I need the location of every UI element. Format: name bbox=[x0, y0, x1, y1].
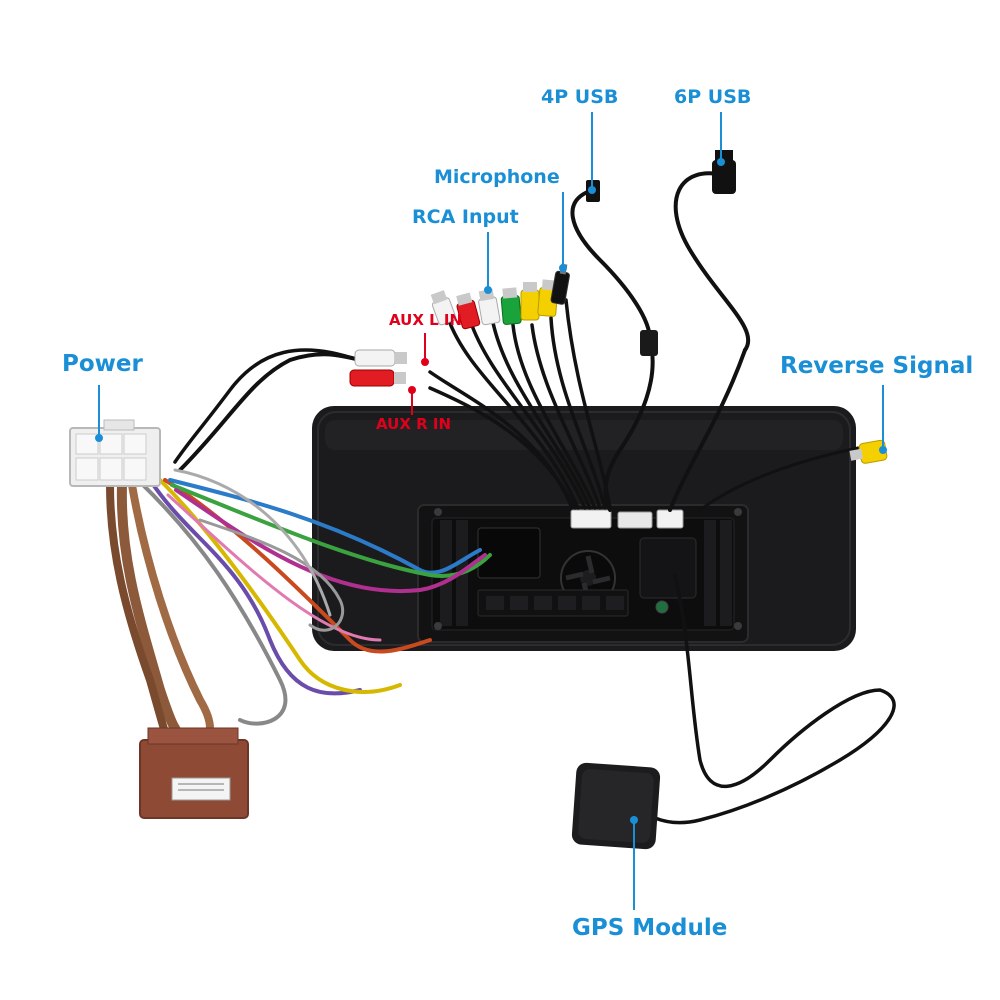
usb-4p-label: 4P USB bbox=[541, 86, 619, 108]
iso-connector bbox=[139, 727, 249, 819]
reverse-cable bbox=[698, 446, 860, 512]
usb-plugs bbox=[586, 150, 736, 356]
rca-input-label: RCA Input bbox=[412, 206, 519, 228]
reverse-signal-label: Reverse Signal bbox=[780, 353, 974, 379]
aux-l-in-label: AUX L IN bbox=[389, 311, 463, 329]
gps-module-device bbox=[571, 762, 661, 850]
red-leader-lines bbox=[411, 333, 426, 415]
blue-leader-lines bbox=[98, 112, 884, 910]
usb-cables bbox=[570, 171, 751, 512]
gps-module-label: GPS Module bbox=[572, 915, 728, 941]
blue-leader-dots bbox=[95, 158, 887, 824]
power-connector bbox=[69, 419, 161, 487]
harness-plugs bbox=[570, 509, 684, 529]
power-label: Power bbox=[62, 351, 143, 377]
usb-6p-label: 6P USB bbox=[674, 86, 752, 108]
aux-r-in-label: AUX R IN bbox=[376, 415, 452, 433]
red-leader-dots bbox=[408, 358, 429, 394]
rca-cables bbox=[173, 298, 612, 510]
microphone-label: Microphone bbox=[434, 166, 560, 188]
gps-cable bbox=[653, 573, 896, 825]
